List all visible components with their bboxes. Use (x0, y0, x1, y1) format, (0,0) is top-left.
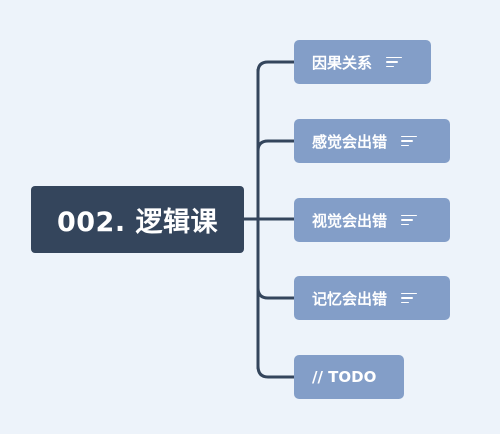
note-lines-icon[interactable] (386, 55, 403, 69)
topic-label: 记忆会出错 (312, 289, 388, 308)
topic-senses-err[interactable]: 感觉会出错 (294, 119, 450, 163)
topic-memory-err[interactable]: 记忆会出错 (294, 276, 450, 320)
connector-branch-5 (256, 364, 296, 379)
topic-label: 视觉会出错 (312, 211, 388, 230)
connector-branch-2 (256, 139, 296, 153)
topic-label: // TODO (312, 368, 377, 386)
central-topic[interactable]: 002. 逻辑课 (31, 186, 244, 253)
note-lines-icon[interactable] (401, 213, 418, 227)
note-lines-icon[interactable] (401, 134, 418, 148)
topic-vision-err[interactable]: 视觉会出错 (294, 198, 450, 242)
connector-branch-4 (256, 286, 296, 300)
note-lines-icon[interactable] (401, 291, 418, 305)
connector-branch-1 (256, 60, 296, 74)
topic-todo[interactable]: // TODO (294, 355, 404, 399)
topic-label: 感觉会出错 (312, 132, 388, 151)
topic-causality[interactable]: 因果关系 (294, 40, 431, 84)
topic-label: 因果关系 (312, 53, 373, 72)
